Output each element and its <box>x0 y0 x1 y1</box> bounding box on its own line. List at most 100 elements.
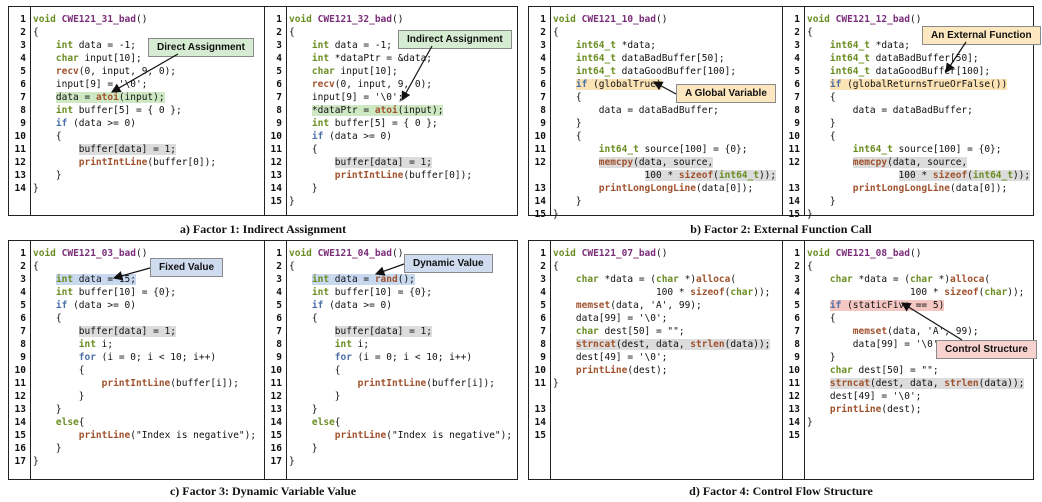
line-number: 6 <box>20 313 26 324</box>
line-number: 13 <box>788 404 800 415</box>
line-number: 11 <box>788 144 800 155</box>
callout-control-structure: Control Structure <box>936 340 1037 359</box>
line-number: 6 <box>20 79 26 90</box>
line-number: 3 <box>276 274 282 285</box>
code-line: char *data = (char *)alloca( <box>829 274 991 285</box>
code-line: } <box>807 209 813 220</box>
code-line: void CWE121_04_bad() <box>289 248 404 259</box>
code-line: int64_t *data; <box>575 40 656 51</box>
line-number: 5 <box>540 66 546 77</box>
code-line: { <box>807 261 813 272</box>
code-line: { <box>553 131 582 142</box>
code-line: memset(data, 'A', 99); <box>852 326 979 337</box>
line-number: 9 <box>794 352 800 363</box>
code-line: memset(data, 'A', 99); <box>575 300 702 311</box>
code-line: int data = -1; <box>311 40 392 51</box>
line-number: 10 <box>788 131 800 142</box>
line-number: 10 <box>270 365 282 376</box>
code-line: } <box>33 183 39 194</box>
code-line: { <box>807 27 813 38</box>
line-number: 1 <box>794 14 800 25</box>
callout-global-variable: A Global Variable <box>676 84 776 103</box>
line-number: 10 <box>14 131 26 142</box>
code-line: recv(0, input, 9, 0); <box>55 66 177 77</box>
code-line: printIntLine(buffer[0]); <box>78 157 217 168</box>
code-line: int i; <box>78 339 114 350</box>
line-number: 1 <box>540 14 546 25</box>
code-line: { <box>553 27 559 38</box>
line-number: 2 <box>276 261 282 272</box>
line-number: 12 <box>788 157 800 168</box>
code-line: printIntLine(buffer[i]); <box>101 378 239 389</box>
line-number: 6 <box>276 313 282 324</box>
code-line: { <box>33 131 62 142</box>
line-number: 17 <box>270 456 282 467</box>
line-number: 14 <box>788 417 800 428</box>
line-number: 14 <box>788 196 800 207</box>
code-line: memcpy(data, source, <box>598 157 714 168</box>
line-number: 13 <box>788 183 800 194</box>
line-number: 13 <box>14 404 26 415</box>
code-line: else{ <box>55 417 85 428</box>
code-line: { <box>33 313 62 324</box>
line-number: 13 <box>270 404 282 415</box>
code-line: { <box>289 27 295 38</box>
line-number: 8 <box>540 339 546 350</box>
code-line: buffer[data] = 1; <box>334 326 432 337</box>
code-line: if (globalReturnsTrueOrFalse()) <box>829 79 1008 90</box>
code-line: printLine("Index is negative"); <box>334 430 513 441</box>
code-line: { <box>289 144 318 155</box>
line-number: 2 <box>540 261 546 272</box>
code-line: } <box>33 456 39 467</box>
code-line: { <box>289 261 295 272</box>
code-line: data = dataBadBuffer; <box>553 105 719 116</box>
code-line: dest[49] = '\0'; <box>807 391 922 402</box>
line-number: 9 <box>540 118 546 129</box>
code-line: buffer[data] = 1; <box>78 326 176 337</box>
line-number: 5 <box>20 300 26 311</box>
line-number: 1 <box>540 248 546 259</box>
line-number: 7 <box>794 326 800 337</box>
line-number: 2 <box>276 27 282 38</box>
code-line: { <box>553 261 559 272</box>
line-number: 7 <box>20 326 26 337</box>
code-line: int data = rand(); <box>311 274 415 285</box>
code-line: else{ <box>311 417 341 428</box>
code-line: *dataPtr = atoi(input); <box>311 105 444 116</box>
code-line: input[9] = '\0'; <box>289 92 404 103</box>
line-number: 10 <box>270 131 282 142</box>
line-number: 9 <box>276 352 282 363</box>
line-number: 1 <box>20 248 26 259</box>
code-line: } <box>553 118 582 129</box>
line-number: 3 <box>794 274 800 285</box>
code-line: } <box>553 209 559 220</box>
callout-external-function: An External Function <box>922 26 1041 45</box>
code-line: } <box>807 118 836 129</box>
line-number: 6 <box>540 313 546 324</box>
line-number: 3 <box>20 274 26 285</box>
code-line: } <box>289 443 318 454</box>
code-line: if (staticFive == 5) <box>829 300 945 311</box>
caption-b: b) Factor 2: External Function Call <box>690 222 872 236</box>
code-line: printLongLongLine(data[0]); <box>852 183 1008 194</box>
line-number: 5 <box>276 300 282 311</box>
code-line: } <box>289 391 341 402</box>
code-line: if (data >= 0) <box>55 300 136 311</box>
code-line: int64_t source[100] = {0}; <box>852 144 1002 155</box>
line-number: 14 <box>14 417 26 428</box>
line-number: 7 <box>20 92 26 103</box>
code-line: int64_t dataGoodBuffer[100]; <box>829 66 991 77</box>
line-number: 11 <box>788 378 800 389</box>
line-number: 14 <box>534 417 546 428</box>
line-number: 3 <box>794 40 800 51</box>
line-number: 6 <box>276 79 282 90</box>
code-line: } <box>553 378 559 389</box>
